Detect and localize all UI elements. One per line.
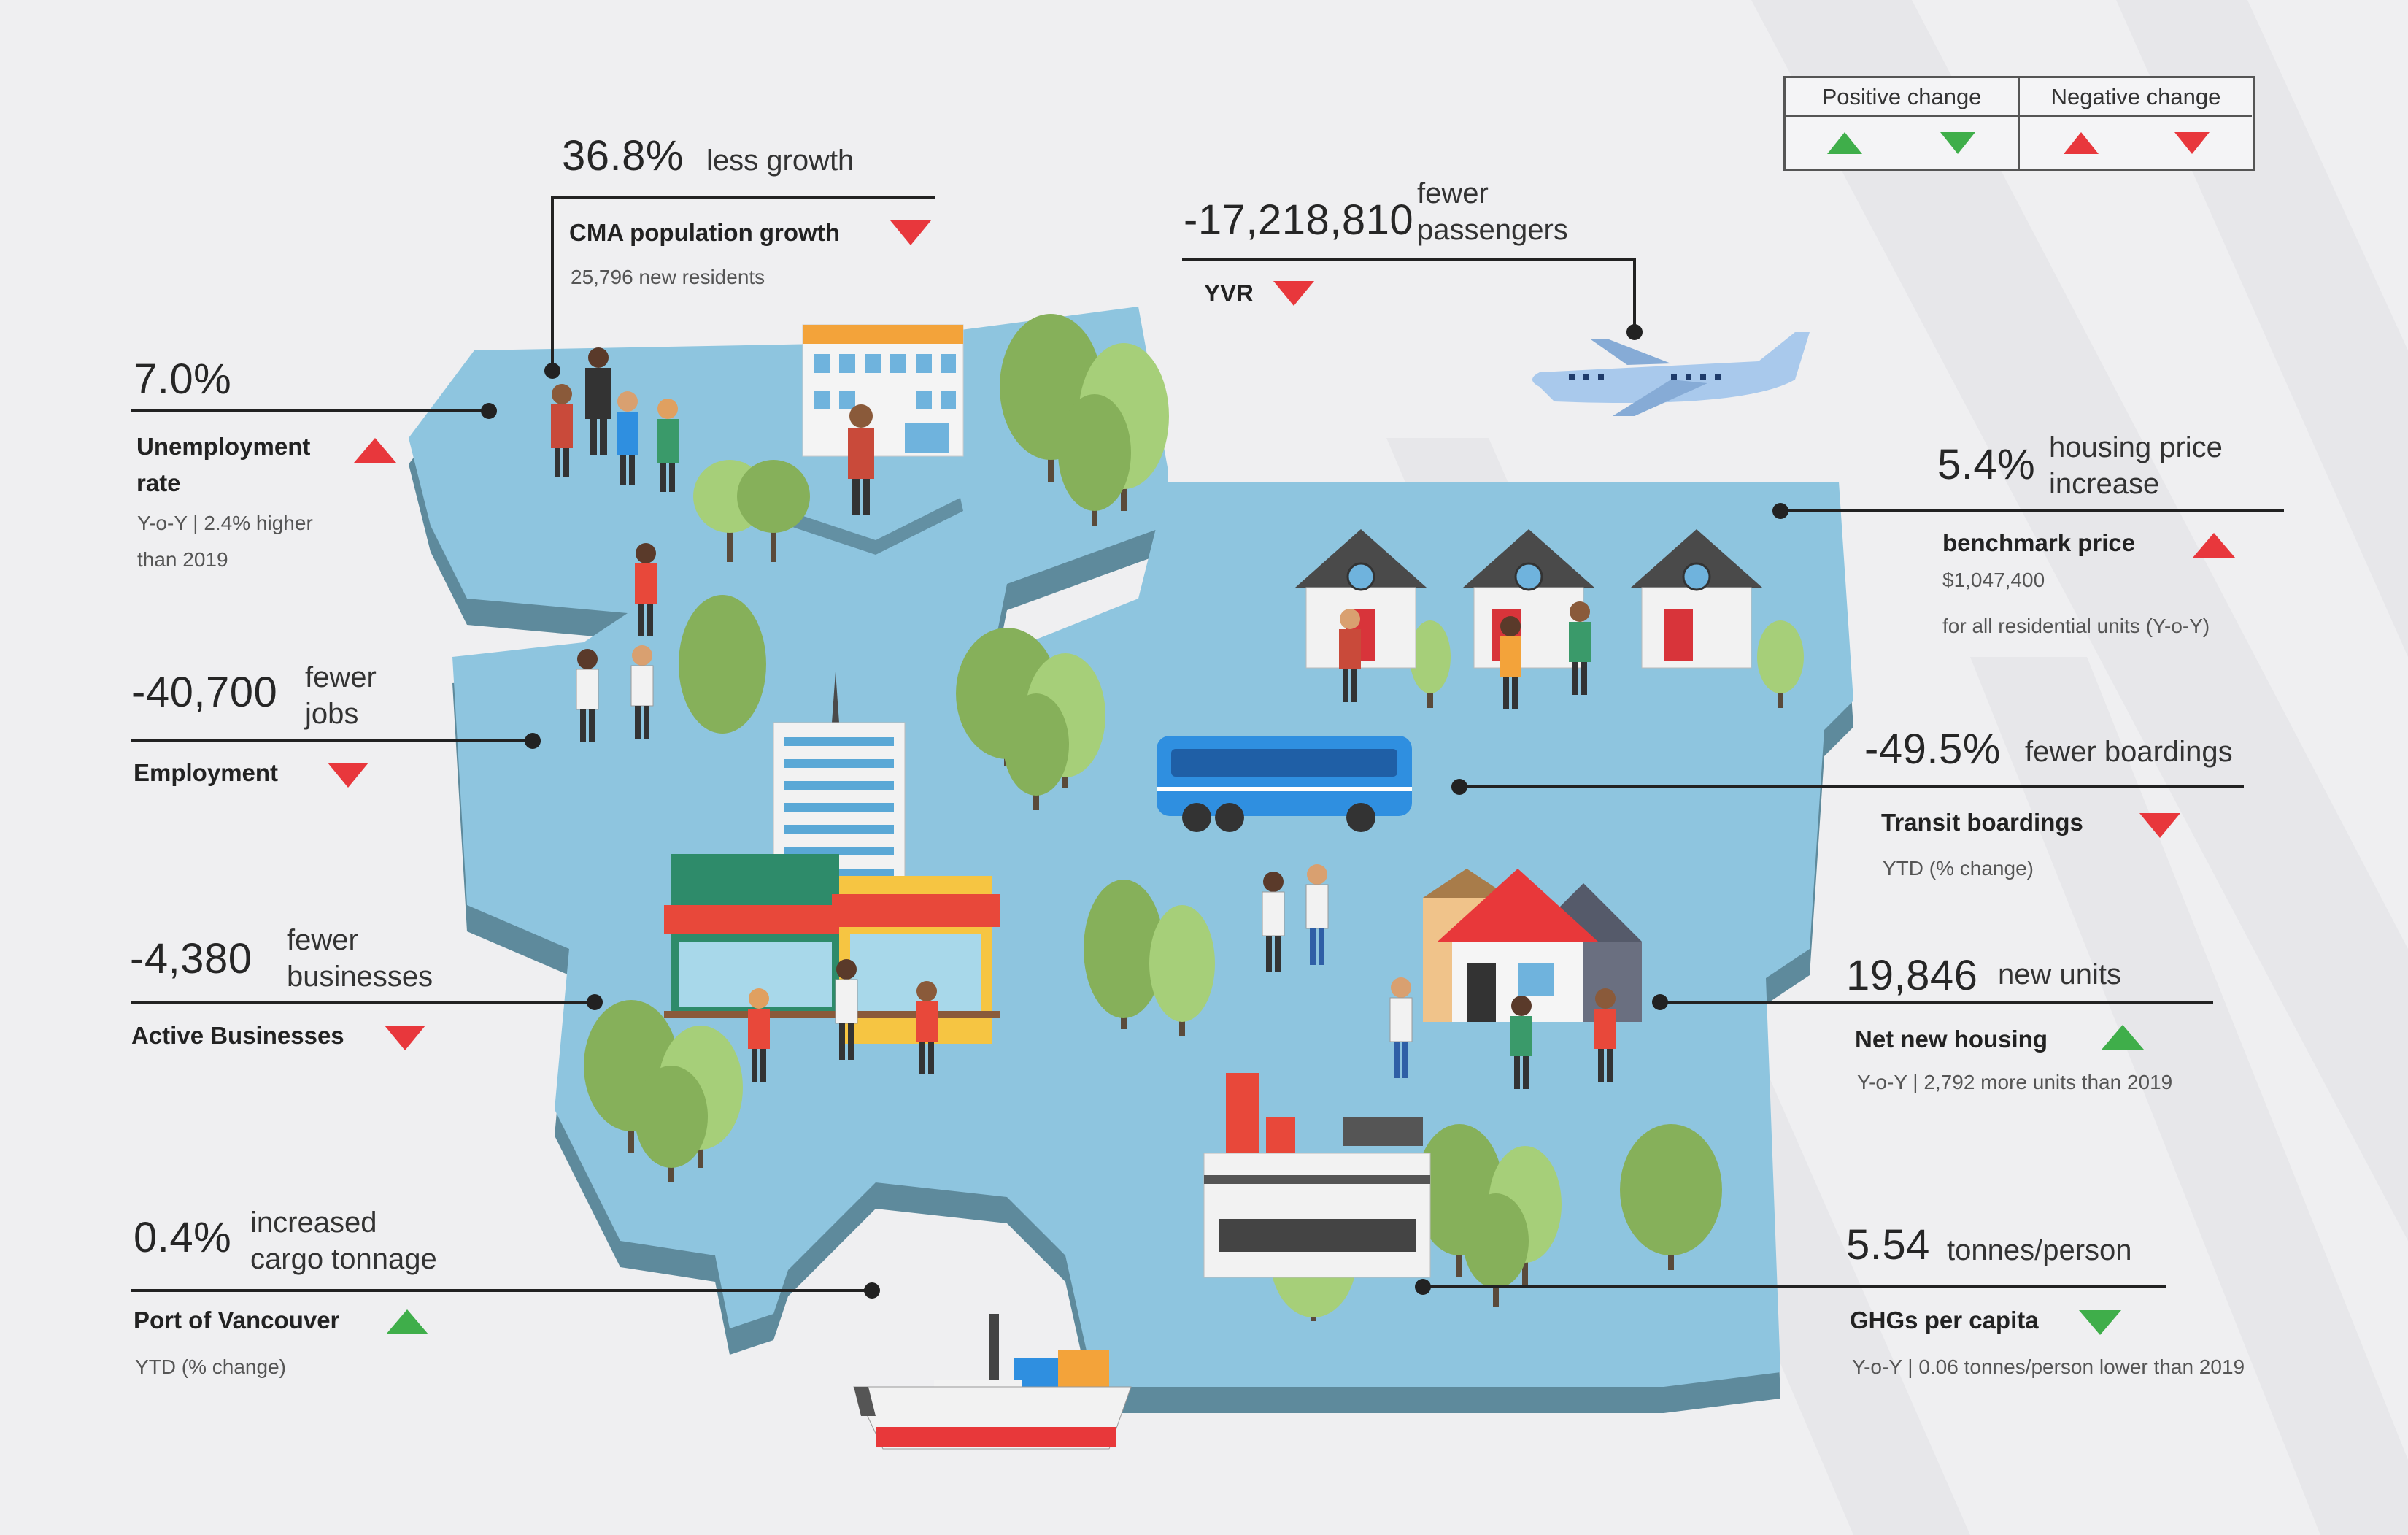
houses-row bbox=[1295, 529, 1762, 669]
factory bbox=[1203, 1073, 1431, 1278]
negative-down-arrow-icon bbox=[385, 1026, 425, 1050]
legend-positive-label: Positive change bbox=[1821, 84, 1982, 109]
unemployment-label-line1: Unemployment bbox=[136, 433, 311, 460]
housing-units-unit: new units bbox=[1998, 958, 2121, 990]
population-sub: 25,796 new residents bbox=[571, 266, 765, 288]
bus bbox=[1157, 736, 1412, 832]
transit-label: Transit boardings bbox=[1881, 809, 2083, 836]
change-legend: Positive change Negative change bbox=[1783, 76, 2255, 171]
ghg-unit: tonnes/person bbox=[1947, 1234, 2132, 1266]
unemployment-sub-line2: than 2019 bbox=[137, 548, 228, 571]
negative-up-arrow-icon bbox=[354, 438, 396, 463]
port-value: 0.4% bbox=[134, 1214, 232, 1261]
housing-units-sub: Y-o-Y | 2,792 more units than 2019 bbox=[1857, 1071, 2173, 1093]
positive-up-arrow-icon bbox=[1827, 132, 1862, 154]
yvr-unit-line1: fewer bbox=[1417, 177, 1489, 209]
employment-label: Employment bbox=[134, 759, 279, 786]
negative-down-arrow-icon bbox=[328, 763, 368, 788]
cargo-ship bbox=[853, 1314, 1132, 1450]
housing-price-sub-line2: for all residential units (Y-o-Y) bbox=[1942, 615, 2210, 637]
businesses-label: Active Businesses bbox=[131, 1022, 344, 1049]
transit-unit: fewer boardings bbox=[2025, 736, 2233, 768]
ghg-label: GHGs per capita bbox=[1850, 1307, 2039, 1334]
housing-price-sub-line1: $1,047,400 bbox=[1942, 569, 2045, 591]
port-label: Port of Vancouver bbox=[134, 1307, 340, 1334]
negative-down-arrow-icon bbox=[2174, 132, 2210, 154]
employment-value: -40,700 bbox=[131, 669, 278, 716]
negative-down-arrow-icon bbox=[1273, 281, 1314, 306]
population-label: CMA population growth bbox=[569, 219, 840, 246]
population-unit: less growth bbox=[706, 145, 854, 177]
unemployment-label-line2: rate bbox=[136, 469, 181, 496]
yvr-label: YVR bbox=[1204, 280, 1254, 307]
callout-lines bbox=[131, 196, 2284, 1292]
housing-units-value: 19,846 bbox=[1846, 952, 1978, 999]
employment-unit-line2: jobs bbox=[305, 698, 359, 730]
housing-units-label: Net new housing bbox=[1855, 1026, 2048, 1053]
transit-value: -49.5% bbox=[1864, 726, 2001, 773]
employment-unit-line1: fewer bbox=[305, 661, 377, 693]
people bbox=[551, 347, 1616, 1089]
port-unit-line2: cargo tonnage bbox=[250, 1243, 437, 1275]
businesses-value: -4,380 bbox=[130, 935, 252, 982]
positive-up-arrow-icon bbox=[386, 1309, 428, 1334]
unemployment-value: 7.0% bbox=[134, 355, 232, 403]
port-unit-line1: increased bbox=[250, 1207, 377, 1239]
callout-dots bbox=[481, 324, 1788, 1299]
positive-down-arrow-icon bbox=[1940, 132, 1975, 154]
ghg-value: 5.54 bbox=[1846, 1221, 1930, 1269]
businesses-unit-line2: businesses bbox=[287, 961, 433, 993]
yvr-value: -17,218,810 bbox=[1184, 196, 1414, 244]
negative-down-arrow-icon bbox=[890, 220, 931, 245]
population-value: 36.8% bbox=[562, 132, 684, 180]
positive-up-arrow-icon bbox=[2102, 1025, 2144, 1050]
housing-price-value: 5.4% bbox=[1937, 441, 2036, 488]
ghg-sub: Y-o-Y | 0.06 tonnes/person lower than 20… bbox=[1852, 1355, 2245, 1378]
shop-buildings bbox=[664, 854, 1000, 1044]
hotel-building bbox=[802, 324, 964, 457]
positive-down-arrow-icon bbox=[2079, 1310, 2121, 1335]
negative-up-arrow-icon bbox=[2193, 533, 2235, 558]
transit-sub: YTD (% change) bbox=[1883, 857, 2034, 880]
legend-negative-label: Negative change bbox=[2050, 84, 2221, 109]
trees bbox=[584, 314, 1804, 1321]
yvr-unit-line2: passengers bbox=[1417, 214, 1568, 246]
negative-down-arrow-icon bbox=[2139, 813, 2180, 838]
unemployment-sub-line1: Y-o-Y | 2.4% higher bbox=[137, 512, 313, 534]
housing-price-unit-line2: increase bbox=[2049, 468, 2160, 500]
airplane bbox=[1532, 332, 1810, 416]
port-sub: YTD (% change) bbox=[135, 1355, 286, 1378]
businesses-unit-line1: fewer bbox=[287, 924, 358, 956]
housing-price-unit-line1: housing price bbox=[2049, 431, 2223, 463]
negative-up-arrow-icon bbox=[2064, 132, 2099, 154]
housing-price-label: benchmark price bbox=[1942, 529, 2136, 556]
